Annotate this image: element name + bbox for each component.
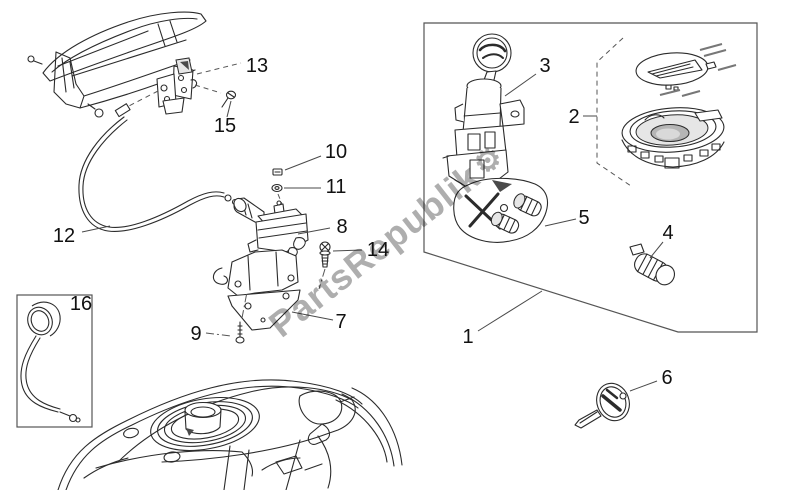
callout-4: 4 (662, 222, 674, 244)
lock-set-drawing (453, 177, 577, 243)
latch-screw-drawing (221, 90, 237, 118)
nut-drawing (272, 155, 322, 176)
callout-5: 5 (578, 207, 590, 229)
callout-16: 16 (69, 293, 93, 315)
sensor-box-drawing (16, 294, 93, 428)
callout-2: 2 (568, 106, 580, 128)
release-cable-drawing (78, 103, 239, 233)
callout-12: 12 (52, 225, 76, 247)
callout-10: 10 (324, 141, 348, 163)
callout-14: 14 (366, 239, 390, 261)
tank-panel-drawing (57, 379, 403, 490)
lock-kit-box (423, 22, 758, 333)
seat-latch-drawing (122, 57, 242, 115)
callout-8: 8 (336, 216, 348, 238)
fuel-cap-drawing (583, 37, 737, 187)
callout-3: 3 (539, 55, 551, 77)
support-bracket-drawing (212, 249, 334, 331)
plate-screw-drawing (205, 291, 248, 344)
spare-key-drawing (574, 380, 658, 429)
lock-cylinder-drawing (629, 241, 676, 286)
callout-7: 7 (335, 311, 347, 333)
seat-rack-drawing (27, 11, 207, 118)
lock-actuator-drawing (233, 197, 331, 258)
ignition-switch-drawing (442, 33, 537, 187)
callout-13: 13 (245, 55, 269, 77)
callout-1: 1 (462, 326, 474, 348)
washer-drawing (271, 183, 321, 205)
callout-6: 6 (661, 367, 673, 389)
bracket-screw-drawing (318, 241, 363, 290)
callout-9: 9 (190, 323, 202, 345)
callout-15: 15 (213, 115, 237, 137)
callout-11: 11 (325, 176, 347, 198)
